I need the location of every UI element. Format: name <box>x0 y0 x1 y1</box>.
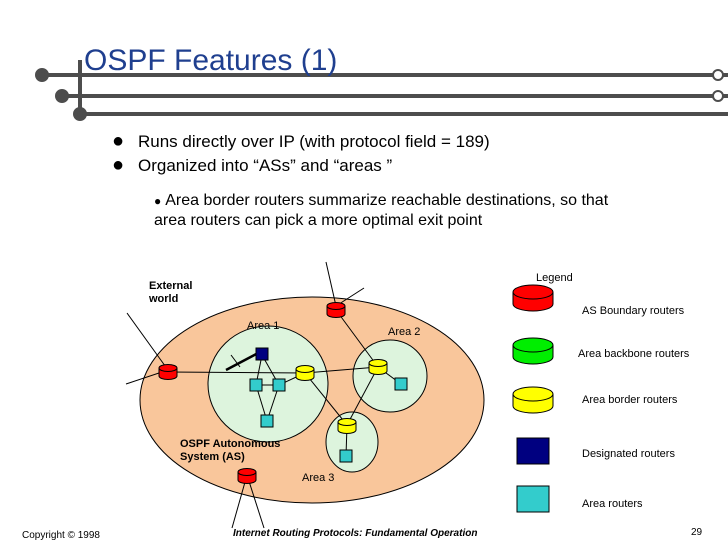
area-1-ellipse <box>207 325 329 443</box>
as-label-line-2: System (AS) <box>180 451 245 463</box>
designated-router <box>255 347 269 361</box>
as-boundary-router <box>158 364 178 380</box>
bullet-glyph: ● <box>112 130 125 152</box>
legend-symbol-designated <box>516 437 550 465</box>
external-world-line-1: External <box>149 280 193 292</box>
bullet-2: ● Organized into “ASs” and “areas ” <box>112 154 393 176</box>
sub-bullet-line1-text: Area border routers summarize reachable … <box>165 192 609 209</box>
external-world-label: External world <box>149 280 192 306</box>
sub-bullet-line2-text: area routers can pick a more optimal exi… <box>154 212 483 229</box>
legend-symbol-area-router <box>516 485 550 513</box>
legend-title: Legend <box>536 272 573 284</box>
area-3-label: Area 3 <box>302 472 335 484</box>
legend-label-backbone: Area backbone routers <box>578 348 690 360</box>
bullet-1: ● Runs directly over IP (with protocol f… <box>112 130 490 152</box>
sub-bullet: ●Area border routers summarize reachable… <box>154 192 694 230</box>
page-number: 29 <box>691 527 703 538</box>
legend-symbol-border <box>512 386 554 414</box>
area-border-router <box>368 359 388 375</box>
legend-label-border: Area border routers <box>582 394 678 406</box>
footer-copyright: Copyright © 1998 <box>22 530 100 541</box>
as-label-line-1: OSPF Autonomous <box>180 438 281 450</box>
area-router <box>339 449 353 463</box>
area-1-label: Area 1 <box>247 320 280 332</box>
bullet-2-text: Organized into “ASs” and “areas ” <box>138 156 393 175</box>
as-label: OSPF Autonomous System (AS) <box>180 438 280 464</box>
legend-label-as-boundary: AS Boundary routers <box>582 305 685 317</box>
area-router <box>394 377 408 391</box>
sub-bullet-line-1: ●Area border routers summarize reachable… <box>154 192 694 210</box>
area-router <box>260 414 274 428</box>
bullet-1-text: Runs directly over IP (with protocol fie… <box>138 132 490 151</box>
area-router <box>249 378 263 392</box>
area-border-router <box>295 365 315 381</box>
as-boundary-router <box>237 468 257 484</box>
legend-label-designated: Designated routers <box>582 448 675 460</box>
area-router <box>272 378 286 392</box>
as-boundary-router <box>326 302 346 318</box>
sub-bullet-glyph: ● <box>154 194 162 208</box>
external-world-line-2: world <box>149 293 179 305</box>
area-2-label: Area 2 <box>388 326 421 338</box>
legend-label-area-router: Area routers <box>582 498 643 510</box>
legend-symbol-as-boundary <box>512 284 554 312</box>
bullet-glyph: ● <box>112 154 125 176</box>
slide-title: OSPF Features (1) <box>84 44 338 77</box>
area-border-router <box>337 418 357 434</box>
footer-title: Internet Routing Protocols: Fundamental … <box>233 528 478 539</box>
legend-symbol-backbone <box>512 337 554 365</box>
